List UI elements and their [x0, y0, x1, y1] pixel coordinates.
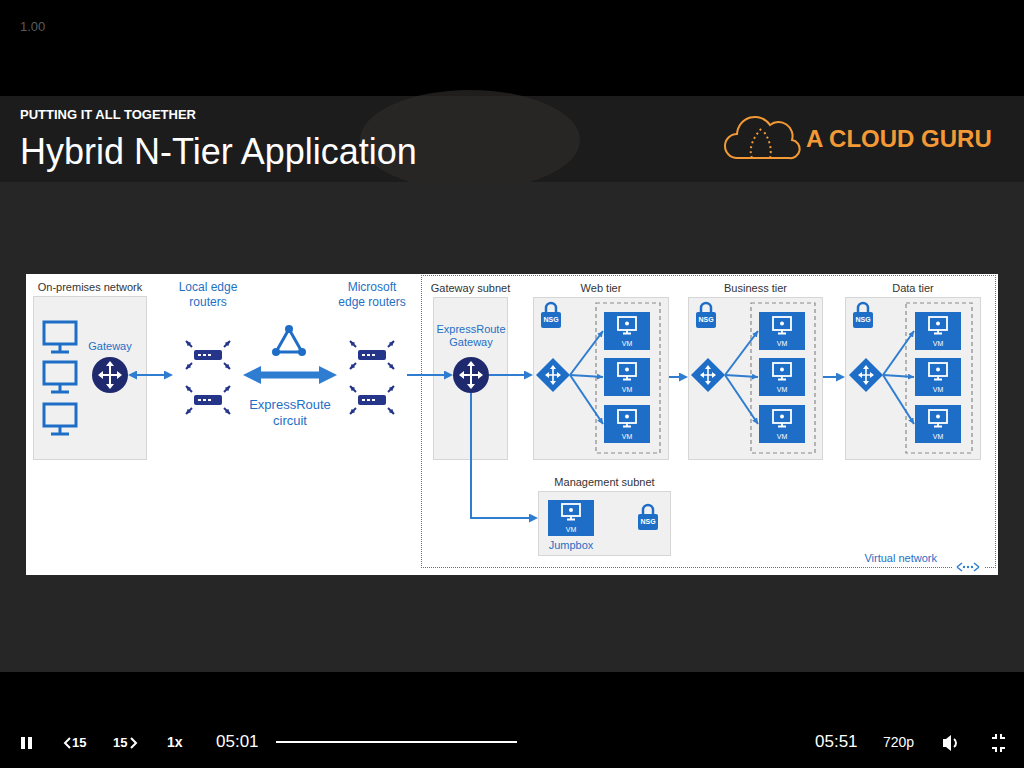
node-label: Local edge routers — [173, 280, 243, 310]
node-label: Gateway — [88, 340, 131, 353]
vm-box: VM — [604, 358, 650, 396]
quality-setting: 720p — [883, 734, 914, 751]
node-label: NSG — [853, 312, 873, 328]
vm-box: VM — [604, 312, 650, 350]
network-boundary: Virtual networkGateway subnetExpressRout… — [421, 275, 996, 568]
node-label: VM — [915, 385, 961, 394]
flow-arrow — [823, 376, 836, 378]
nsg-lock: NSG — [853, 312, 873, 328]
vm-box: VM — [759, 358, 805, 396]
quality-setting-holder: 720p — [883, 734, 914, 751]
playback-rate: 1x — [167, 734, 183, 751]
edge-label-holder: ExpressRoute circuit — [245, 397, 335, 429]
vm-box: VM — [759, 405, 805, 443]
node-label: Web tier — [581, 282, 622, 295]
circuit-arrow — [261, 372, 319, 379]
slide-title-holder: Hybrid N-Tier Application — [20, 130, 417, 174]
skip-back-holder: 15 — [72, 735, 86, 751]
vm-box: VM — [604, 405, 650, 443]
node-label: NSG — [541, 312, 561, 328]
gateway-circle: ExpressRoute Gateway — [453, 357, 489, 393]
node-label: Management subnet — [554, 476, 654, 489]
current-time: 05:01 — [216, 732, 259, 752]
subnet-box: Management subnetVMJumpboxNSG — [538, 491, 671, 556]
node-label: VM — [548, 525, 594, 534]
node-label: VM — [915, 432, 961, 441]
vm-box: VM — [759, 312, 805, 350]
vm-box: VM — [915, 312, 961, 350]
current-time-holder: 05:01 — [216, 732, 259, 752]
skip-forward-holder: 15 — [113, 735, 127, 751]
skip-forward: 15 — [113, 735, 127, 751]
node-label: VM — [604, 432, 650, 441]
subnet-box: Data tierNSGVMVMVM — [845, 297, 981, 460]
node-label: VM — [915, 339, 961, 348]
node-label: Virtual network — [422, 552, 937, 565]
skip-back: 15 — [72, 735, 86, 751]
node-label: ExpressRoute Gateway — [435, 323, 507, 349]
flow-arrow — [669, 376, 679, 378]
nsg-lock: NSG — [541, 312, 561, 328]
node-label: VM — [604, 385, 650, 394]
node-label: VM — [604, 339, 650, 348]
vm-box: VM — [915, 358, 961, 396]
section-heading: PUTTING IT ALL TOGETHER — [20, 107, 196, 123]
slide-title: Hybrid N-Tier Application — [20, 130, 417, 174]
node-label: Business tier — [724, 282, 787, 295]
total-time: 05:51 — [815, 732, 858, 752]
brand-logo-holder: A CLOUD GURU — [806, 124, 992, 153]
flow-arrow — [471, 393, 529, 518]
subnet-box: Business tierNSGVMVMVM — [688, 297, 823, 460]
edge-label: ExpressRoute circuit — [245, 397, 335, 429]
section-heading-holder: PUTTING IT ALL TOGETHER — [20, 107, 196, 123]
node-label: VM — [759, 432, 805, 441]
node-label: NSG — [696, 312, 716, 328]
router-group: Microsoft edge routers — [337, 280, 407, 420]
nsg-lock: NSG — [696, 312, 716, 328]
total-time-holder: 05:51 — [815, 732, 858, 752]
node-label: Jumpbox — [549, 539, 594, 552]
speed-readout: 1.00 — [20, 19, 45, 35]
brand-logo: A CLOUD GURU — [806, 124, 992, 153]
nsg-lock: NSG — [638, 514, 658, 530]
flow-arrow — [137, 374, 164, 376]
router-group: Local edge routers — [173, 280, 243, 420]
subnet-box: Gateway subnetExpressRoute Gateway — [433, 297, 508, 460]
flow-arrow — [407, 374, 444, 376]
vm-box: VM — [915, 405, 961, 443]
node-label: VM — [759, 339, 805, 348]
subnet-box: Web tierNSGVMVMVM — [533, 297, 669, 460]
playback-rate-holder: 1x — [167, 734, 183, 751]
node-label: VM — [759, 385, 805, 394]
node-label: On-premises network — [38, 281, 143, 294]
subnet-box: On-premises networkGateway — [33, 296, 147, 460]
node-label: Gateway subnet — [431, 282, 511, 295]
speed-readout-holder: 1.00 — [20, 19, 45, 35]
node-label: NSG — [638, 514, 658, 530]
node-label: Data tier — [892, 282, 934, 295]
flow-arrow — [489, 374, 524, 376]
vm-box: VMJumpbox — [548, 500, 594, 536]
gateway-circle: Gateway — [92, 357, 128, 393]
node-label: Microsoft edge routers — [337, 280, 407, 310]
